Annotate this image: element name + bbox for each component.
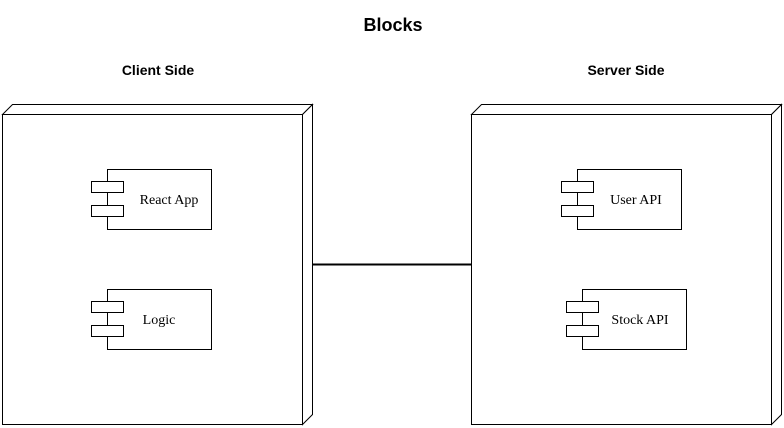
component-body — [577, 169, 682, 230]
component-port-icon — [91, 205, 124, 217]
server-side-node[interactable]: Server Side User API Stock API — [470, 62, 783, 426]
server-side-node-top-face — [470, 104, 783, 115]
component-port-icon — [91, 181, 124, 193]
component-body — [107, 169, 212, 230]
component-port-icon — [561, 205, 594, 217]
component-port-icon — [91, 301, 124, 313]
component-body — [582, 289, 687, 350]
client-side-node-side-face — [302, 103, 313, 426]
stock-api-label: Stock API — [611, 313, 669, 328]
react-app-component[interactable]: React App — [91, 169, 212, 230]
react-app-label: React App — [140, 193, 199, 208]
component-port-icon — [561, 181, 594, 193]
logic-component[interactable]: Logic — [91, 289, 212, 350]
user-api-component[interactable]: User API — [561, 169, 682, 230]
server-side-node-side-face — [771, 103, 782, 426]
client-side-label: Client Side — [122, 62, 195, 78]
user-api-label: User API — [610, 193, 662, 208]
client-side-node[interactable]: Client Side React App Logic — [1, 62, 314, 426]
component-body — [107, 289, 212, 350]
component-port-icon — [91, 325, 124, 337]
component-port-icon — [566, 301, 599, 313]
server-side-label: Server Side — [587, 62, 664, 78]
diagram-title: Blocks — [363, 15, 422, 35]
server-side-node-front-face — [471, 114, 772, 425]
component-port-icon — [566, 325, 599, 337]
stock-api-component[interactable]: Stock API — [566, 289, 687, 350]
client-side-node-front-face — [2, 114, 303, 425]
logic-label: Logic — [143, 313, 176, 328]
client-side-node-top-face — [1, 104, 314, 115]
